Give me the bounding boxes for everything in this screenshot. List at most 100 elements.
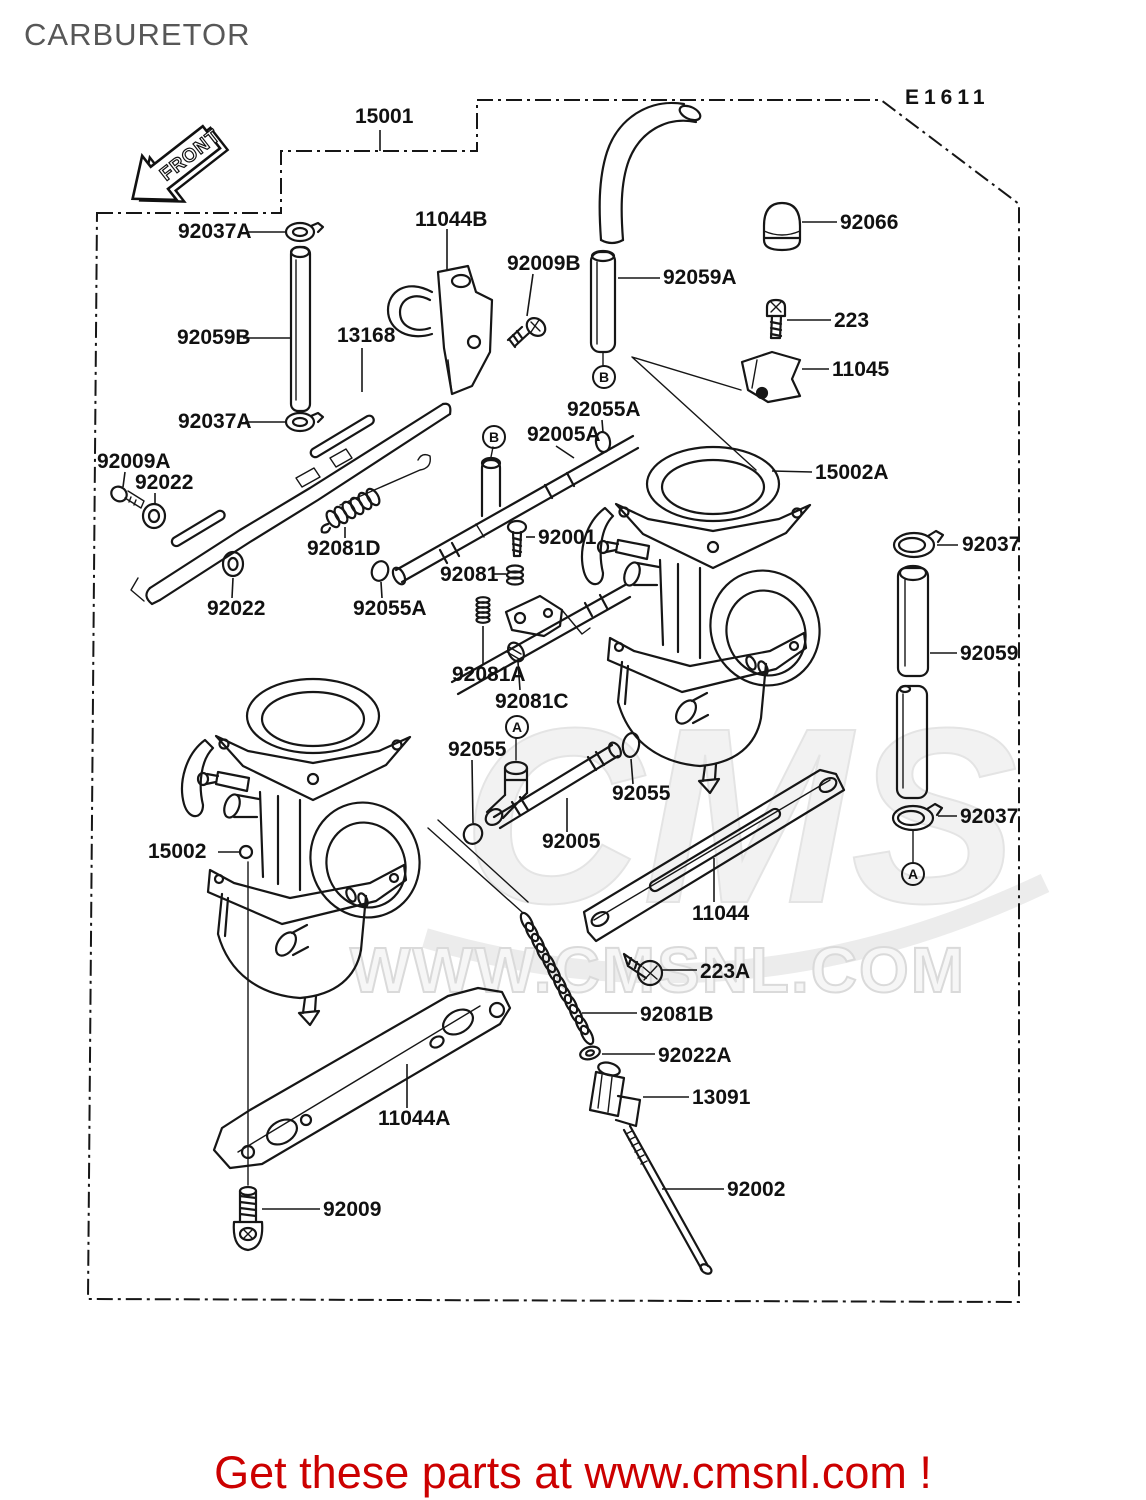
part-label-92066: 92066 bbox=[802, 211, 898, 234]
footer-link[interactable]: Get these parts at www.cmsnl.com ! bbox=[214, 1447, 932, 1498]
part-number-text: 92005 bbox=[542, 830, 601, 853]
part-number-text: 92055A bbox=[567, 398, 641, 421]
adjuster-13091-drawing bbox=[588, 1061, 642, 1128]
page-title: CARBURETOR bbox=[24, 17, 250, 52]
screw-223a-drawing bbox=[622, 952, 664, 987]
watermark-swoosh bbox=[422, 873, 1050, 984]
clamp-92037-top-drawing bbox=[892, 529, 945, 559]
oring-92055a-right-drawing bbox=[594, 430, 612, 454]
part-label-223: 223 bbox=[787, 309, 869, 332]
ref-circle-B: B bbox=[482, 425, 506, 449]
watermark-url: WWW.CMSNL.COM bbox=[350, 934, 966, 1006]
leader-line bbox=[231, 577, 234, 599]
part-label-92081B: 92081B bbox=[582, 1003, 714, 1026]
part-label-92005: 92005 bbox=[542, 798, 601, 853]
part-label-92037: 92037 bbox=[937, 533, 1020, 556]
part-label-92081A: 92081A bbox=[452, 626, 526, 686]
spring-92081a-drawing bbox=[475, 596, 491, 624]
part-label-92009A: 92009A bbox=[97, 450, 171, 488]
bracket-11044a-drawing bbox=[212, 986, 512, 1170]
flange-screw-drawing bbox=[238, 844, 254, 860]
part-number-text: 92005A bbox=[527, 423, 601, 446]
cable-guide-lines bbox=[631, 356, 757, 471]
hose-92059a-drawing bbox=[589, 101, 702, 354]
part-number-text: 92059B bbox=[177, 326, 251, 349]
ref-circle-outline bbox=[901, 862, 925, 886]
leader-line bbox=[601, 419, 604, 433]
tube-92059b-drawing bbox=[289, 245, 312, 413]
part-label-92059B: 92059B bbox=[177, 326, 290, 349]
part-number-text: 13091 bbox=[692, 1086, 751, 1109]
part-number-text: 92081A bbox=[452, 663, 526, 686]
spring-92081d-drawing bbox=[320, 453, 431, 534]
part-label-92055A: 92055A bbox=[567, 398, 641, 433]
ref-letter: A bbox=[512, 719, 522, 735]
part-label-92037A: 92037A bbox=[178, 410, 287, 433]
front-arrow: FRONT bbox=[130, 124, 230, 203]
elbow-fitting-drawing bbox=[484, 760, 529, 826]
part-label-13091: 13091 bbox=[643, 1086, 751, 1109]
part-label-92009: 92009 bbox=[262, 1198, 381, 1221]
part-number-text: 15001 bbox=[355, 105, 414, 128]
ref-circle-A: A bbox=[505, 715, 529, 739]
part-number-text: 92081C bbox=[495, 690, 569, 713]
ref-letter: A bbox=[908, 866, 918, 882]
part-label-92001: 92001 bbox=[526, 526, 597, 549]
watermark-logo: CMS bbox=[462, 676, 1018, 955]
part-number-text: 92037A bbox=[178, 220, 252, 243]
part-label-92055: 92055 bbox=[612, 758, 671, 805]
part-label-92002: 92002 bbox=[662, 1178, 785, 1201]
front-arrow-shape bbox=[130, 124, 222, 202]
washer-92022-bottom-drawing bbox=[221, 550, 245, 578]
ref-circle-outline bbox=[505, 715, 529, 739]
part-label-15002: 15002 bbox=[148, 840, 240, 863]
labels-layer: 1500192037A92059B92037A11044B92009B92059… bbox=[97, 105, 1020, 1221]
screw-92001-drawing bbox=[506, 519, 528, 558]
part-label-92055: 92055 bbox=[448, 738, 507, 824]
part-label-92059A: 92059A bbox=[618, 266, 737, 289]
part-label-92037A: 92037A bbox=[178, 220, 286, 243]
part-number-text: 13168 bbox=[337, 324, 396, 347]
oring-92055-left-drawing bbox=[462, 823, 484, 845]
leader-line bbox=[122, 471, 126, 488]
part-number-text: 92001 bbox=[538, 526, 597, 549]
part-label-92081C: 92081C bbox=[495, 661, 569, 713]
part-label-15002A: 15002A bbox=[771, 461, 889, 484]
screw-223-drawing bbox=[765, 298, 787, 340]
oring-92055-right-drawing bbox=[621, 732, 641, 758]
bracket-13168-drawing bbox=[130, 402, 452, 606]
part-number-text: 92066 bbox=[840, 211, 898, 234]
clip-92037a-bottom-drawing bbox=[284, 411, 325, 433]
part-label-92059: 92059 bbox=[930, 642, 1018, 665]
throttle-lever-drawing bbox=[504, 594, 591, 638]
part-label-11044B: 11044B bbox=[415, 208, 487, 270]
part-label-11044A: 11044A bbox=[378, 1064, 450, 1130]
leader-line bbox=[517, 661, 521, 691]
part-label-92005A: 92005A bbox=[527, 423, 601, 459]
leader-line bbox=[771, 470, 813, 473]
part-label-92037: 92037 bbox=[938, 805, 1018, 828]
part-number-text: 92002 bbox=[727, 1178, 785, 1201]
leader-line bbox=[471, 759, 474, 824]
part-number-text: 92055A bbox=[353, 597, 427, 620]
ref-letter: B bbox=[489, 429, 499, 445]
part-number-text: 92037 bbox=[960, 805, 1018, 828]
washer-92022a-drawing bbox=[579, 1045, 601, 1061]
bracket-11044b-drawing bbox=[386, 264, 494, 396]
part-number-text: 92009A bbox=[97, 450, 171, 473]
needle-92081c-drawing bbox=[506, 641, 525, 663]
bolt-92009-drawing bbox=[232, 1185, 264, 1252]
part-number-text: 92081D bbox=[307, 537, 381, 560]
linkage-lines bbox=[427, 819, 529, 913]
part-number-text: 11044B bbox=[415, 208, 487, 231]
fuel-pipe-92005a-drawing bbox=[391, 434, 640, 586]
fuel-pipe-92005-drawing bbox=[492, 741, 622, 830]
part-number-text: 92081B bbox=[640, 1003, 714, 1026]
part-label-92081: 92081 bbox=[440, 563, 506, 586]
clip-92037a-top-drawing bbox=[284, 221, 325, 243]
part-label-92081D: 92081D bbox=[307, 527, 381, 560]
ref-letter: B bbox=[599, 369, 609, 385]
part-number-text: 11045 bbox=[832, 358, 890, 381]
